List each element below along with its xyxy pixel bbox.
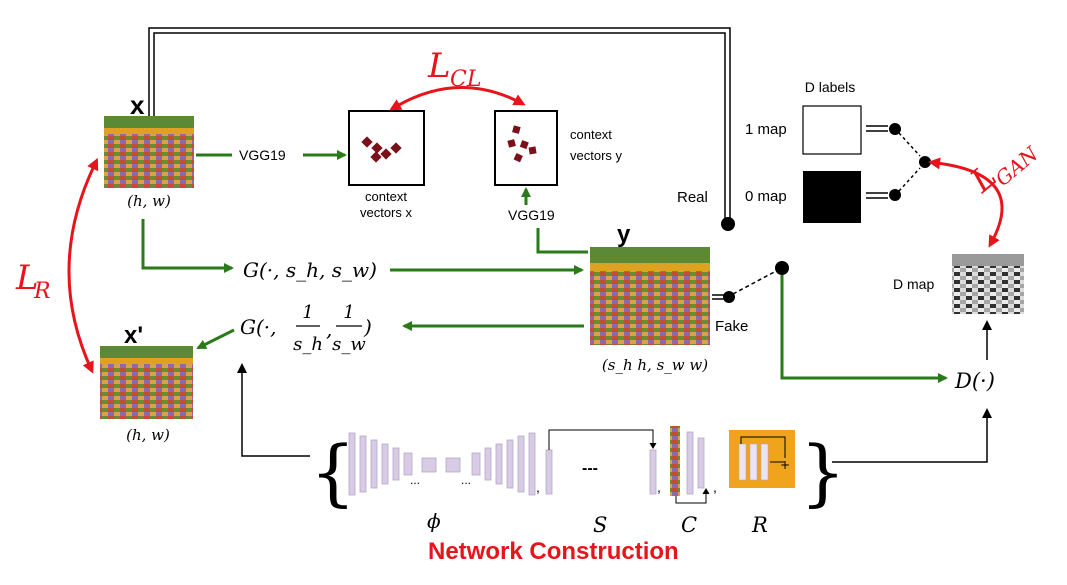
image-y-size: (s_h h, s_w w): [602, 356, 708, 374]
image-x: [104, 116, 194, 188]
s-block: [545, 429, 657, 495]
real-path-line-inner: [153, 32, 726, 220]
image-x-size: (h, w): [127, 192, 171, 210]
network-to-discriminator-arrow: [832, 408, 992, 463]
context-y-line2: vectors y: [570, 148, 623, 163]
fake-label: Fake: [715, 318, 748, 335]
gen-inverse-num-2: 1: [343, 302, 354, 323]
context-y-line1: context: [570, 127, 612, 142]
image-y-label: y: [617, 221, 631, 248]
image-x-prime-label: x': [124, 322, 143, 349]
real-path-line: [148, 27, 731, 220]
context-x-line2: vectors x: [360, 205, 413, 220]
r-symbol: R: [751, 513, 768, 537]
vgg-y-label: VGG19: [508, 207, 555, 223]
image-y: [590, 247, 710, 345]
loss-cl-sub: CL: [450, 67, 481, 92]
switch-node: [775, 261, 789, 275]
fake-node: [723, 291, 735, 303]
phi-symbol: ϕ: [427, 509, 441, 533]
svg-text:+: +: [780, 458, 790, 472]
d-map-label: D map: [893, 276, 934, 292]
image-x-prime: [100, 346, 193, 419]
gen-inverse-output-arrow: [196, 328, 235, 350]
c-block: [670, 426, 710, 504]
s-symbol: S: [593, 513, 607, 537]
left-brace: {: [310, 430, 356, 514]
real-label: Real: [677, 189, 708, 206]
loss-cl-symbol: L: [427, 46, 451, 86]
phi-ellipsis-2: ...: [461, 473, 471, 487]
svg-text:,: ,: [536, 479, 540, 495]
switch-line: [732, 269, 779, 295]
s-dashes: ---: [582, 460, 598, 477]
network-to-generator-arrow: [237, 363, 310, 457]
phi-ellipsis-1: ...: [410, 473, 420, 487]
gen-inverse-prefix: G(·,: [240, 315, 277, 339]
svg-text:): ): [363, 315, 372, 339]
d-labels-title: D labels: [805, 79, 856, 95]
gen-inverse-num-1: 1: [302, 302, 313, 323]
context-markers-x: [361, 136, 402, 163]
gen-inverse-den-1: s_h: [293, 334, 323, 355]
context-box-x: [348, 110, 425, 186]
d-map-image: [952, 254, 1024, 314]
loss-r-symbol: L: [15, 258, 39, 298]
loss-gan-label: L GAN: [962, 141, 1044, 201]
gen-inverse-den-2: s_w: [332, 334, 366, 355]
network-title: Network Construction: [428, 538, 679, 565]
one-map-node: [889, 123, 901, 135]
r-block: +: [729, 430, 795, 488]
zero-map-box: [803, 171, 861, 223]
gen-inverse-label: G(·, 1 s_h , 1 s_w ): [240, 302, 372, 355]
context-x-line1: context: [365, 189, 407, 204]
c-symbol: C: [681, 513, 697, 537]
svg-text:,: ,: [326, 317, 332, 341]
loss-gan-sub: GAN: [991, 141, 1044, 191]
svg-text:,: ,: [657, 479, 661, 495]
one-map-label: 1 map: [745, 121, 787, 138]
loss-r-sub: R: [33, 279, 51, 304]
d-operator: D(·): [954, 369, 995, 393]
label-switch-node: [919, 156, 931, 168]
loss-gan-arrow: [928, 157, 1004, 248]
phi-encoder-decoder: [348, 432, 536, 496]
zero-map-node: [889, 189, 901, 201]
gen-forward-input-arrow: [141, 219, 234, 273]
context-markers-y: [507, 125, 537, 163]
right-brace: }: [800, 430, 846, 514]
vgg-x-label: VGG19: [239, 147, 286, 163]
svg-text:,: ,: [713, 479, 717, 495]
one-map-box: [802, 105, 862, 155]
gen-forward-label: G(·, s_h, s_w): [243, 258, 377, 282]
image-x-label: x: [130, 90, 145, 120]
loss-cl-arrow: [389, 86, 526, 111]
switch-to-d-arrow: [780, 275, 948, 383]
real-node: [721, 217, 735, 231]
image-x-prime-size: (h, w): [126, 426, 170, 444]
zero-map-label: 0 map: [745, 188, 787, 205]
loss-r-arrow: [67, 157, 99, 374]
vgg-y-arrow-in: [536, 228, 588, 254]
